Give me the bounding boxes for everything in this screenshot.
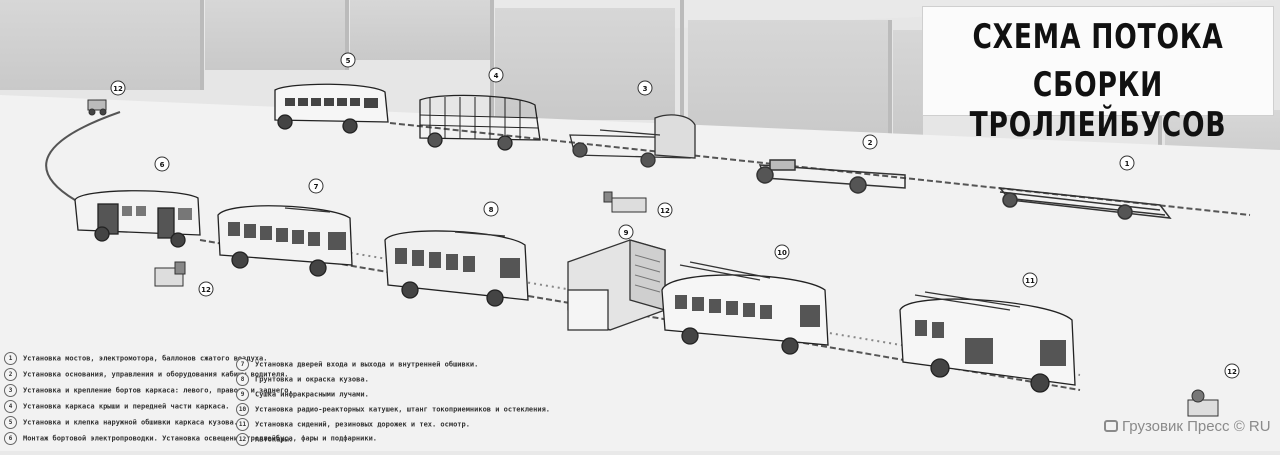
legend-item: 6 Монтаж бортовой электропроводки. Устано… bbox=[4, 432, 377, 445]
station-label-7: 7 bbox=[314, 183, 319, 191]
legend-number: 2 bbox=[4, 368, 17, 381]
legend-text: Установка сидений, резиновых дорожек и т… bbox=[255, 420, 470, 429]
legend-text: Монтаж бортовой электропроводки. Установ… bbox=[23, 434, 378, 443]
station-1-chassis bbox=[998, 187, 1172, 220]
legend-item: 4 Установка каркаса крыши и передней част… bbox=[4, 400, 230, 413]
legend-right: 7 Установка дверей входа и выхода и внутр… bbox=[236, 358, 550, 448]
station-11-bus bbox=[899, 291, 1076, 393]
legend-text: Установка основания, управления и оборуд… bbox=[23, 370, 289, 379]
legend-text: Сушка инфракрасными лучами. bbox=[255, 390, 369, 399]
station-label-9: 9 bbox=[624, 229, 629, 237]
legend-item: 10 Установка радио-реакторных катушек, шт… bbox=[236, 403, 550, 416]
station-label-2: 2 bbox=[868, 139, 873, 147]
station-5-bus bbox=[274, 83, 389, 134]
legend-number: 7 bbox=[236, 358, 249, 371]
station-tag-12b: 12 bbox=[657, 202, 673, 218]
title-board: СХЕМА ПОТОКА СБОРКИ ТРОЛЛЕЙБУСОВ bbox=[922, 6, 1274, 145]
legend-text: Установка и клепка наружной обшивки карк… bbox=[23, 418, 238, 427]
autocart-top bbox=[87, 99, 107, 116]
station-label-10: 10 bbox=[777, 249, 787, 257]
station-label-8: 8 bbox=[489, 206, 494, 214]
watermark-text: Грузовик Пресс © RU bbox=[1122, 418, 1271, 435]
legend-item: 8 Грунтовка и окраска кузова. bbox=[236, 373, 369, 386]
station-tag-3: 3 bbox=[637, 80, 653, 96]
station-tag-12c: 12 bbox=[198, 281, 214, 297]
legend-item: 1 Установка мостов, электромотора, баллон… bbox=[4, 352, 267, 365]
watermark: Грузовик Пресс © RU bbox=[1104, 418, 1271, 435]
autocart-left bbox=[154, 261, 186, 287]
legend-text: Установка дверей входа и выхода и внутре… bbox=[255, 360, 479, 369]
station-label-3: 3 bbox=[643, 85, 648, 93]
station-tag-6: 6 bbox=[154, 156, 170, 172]
legend-number: 11 bbox=[236, 418, 249, 431]
station-tag-1: 1 bbox=[1119, 155, 1135, 171]
autocart-middle bbox=[603, 191, 647, 213]
legend-text: Автокары. bbox=[255, 435, 293, 444]
station-9-drying-booth bbox=[567, 239, 666, 331]
legend-number: 3 bbox=[4, 384, 17, 397]
station-tag-11: 11 bbox=[1022, 272, 1038, 288]
station-label-11: 11 bbox=[1025, 277, 1035, 285]
legend-item: 11 Установка сидений, резиновых дорожек и… bbox=[236, 418, 470, 431]
legend-item: 2 Установка основания, управления и обору… bbox=[4, 368, 289, 381]
station-label-4: 4 bbox=[494, 72, 499, 80]
legend-text: Грунтовка и окраска кузова. bbox=[255, 375, 369, 384]
station-label-12b: 12 bbox=[660, 207, 670, 215]
legend-number: 12 bbox=[236, 433, 249, 446]
station-2-chassis-motor bbox=[756, 159, 906, 194]
legend-number: 4 bbox=[4, 400, 17, 413]
legend-left: 1 Установка мостов, электромотора, баллон… bbox=[4, 352, 377, 448]
station-tag-8: 8 bbox=[483, 201, 499, 217]
legend-text: Установка каркаса крыши и передней части… bbox=[23, 402, 230, 411]
station-3-frame-cab bbox=[569, 114, 696, 168]
legend-number: 6 bbox=[4, 432, 17, 445]
station-tags: 1 2 3 4 5 6 7 8 9 10 11 12 12 12 12 bbox=[110, 52, 1240, 379]
station-7-bus bbox=[217, 205, 353, 277]
station-tag-4: 4 bbox=[488, 67, 504, 83]
legend-number: 1 bbox=[4, 352, 17, 365]
station-tag-9: 9 bbox=[618, 224, 634, 240]
station-tag-5: 5 bbox=[340, 52, 356, 68]
legend-number: 8 bbox=[236, 373, 249, 386]
station-tag-12a: 12 bbox=[110, 80, 126, 96]
legend-number: 9 bbox=[236, 388, 249, 401]
station-8-bus bbox=[384, 230, 529, 307]
legend-text: Установка радио-реакторных катушек, штан… bbox=[255, 405, 551, 414]
station-label-12a: 12 bbox=[113, 85, 123, 93]
legend-item: 7 Установка дверей входа и выхода и внутр… bbox=[236, 358, 478, 371]
station-label-1: 1 bbox=[1125, 160, 1130, 168]
station-tag-7: 7 bbox=[308, 178, 324, 194]
title-line-1: СХЕМА ПОТОКА bbox=[972, 17, 1224, 57]
legend-number: 10 bbox=[236, 403, 249, 416]
legend-item: 9 Сушка инфракрасными лучами. bbox=[236, 388, 369, 401]
station-tag-2: 2 bbox=[862, 134, 878, 150]
title-line-2: СБОРКИ ТРОЛЛЕЙБУСОВ bbox=[969, 65, 1227, 145]
station-label-12d: 12 bbox=[1227, 368, 1237, 376]
station-4-skeleton bbox=[419, 94, 541, 151]
station-tag-10: 10 bbox=[774, 244, 790, 260]
truck-icon bbox=[1104, 420, 1118, 432]
legend-number: 5 bbox=[4, 416, 17, 429]
station-label-12c: 12 bbox=[201, 286, 211, 294]
legend-item: 5 Установка и клепка наружной обшивки кар… bbox=[4, 416, 238, 429]
legend-text: Установка мостов, электромотора, баллоно… bbox=[23, 354, 268, 363]
autocart-right bbox=[1187, 389, 1219, 417]
station-tag-12d: 12 bbox=[1224, 363, 1240, 379]
legend-item: 3 Установка и крепление бортов каркаса: л… bbox=[4, 384, 293, 397]
legend-text: Установка и крепление бортов каркаса: ле… bbox=[23, 386, 293, 395]
station-label-6: 6 bbox=[160, 161, 165, 169]
station-6-bus bbox=[74, 190, 201, 248]
station-10-bus bbox=[661, 261, 829, 355]
station-label-5: 5 bbox=[346, 57, 351, 65]
legend-item: 12 Автокары. bbox=[236, 433, 293, 446]
